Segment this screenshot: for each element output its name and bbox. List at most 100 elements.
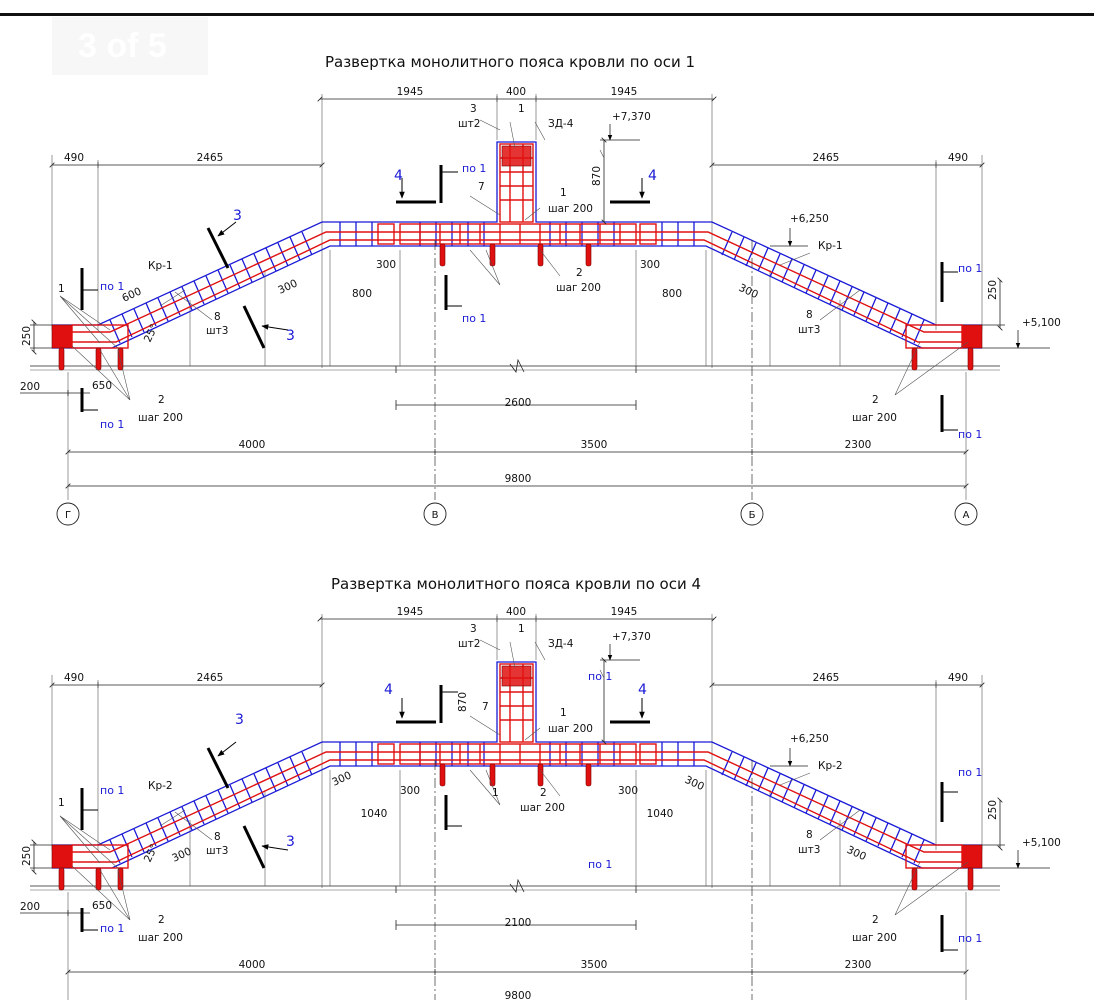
dim-1945-right: 1945	[611, 86, 638, 98]
mark-2-left: 2	[158, 394, 165, 406]
offset-200: 200	[20, 901, 40, 913]
section-po1-b: по 1	[588, 670, 612, 683]
dim-3500: 3500	[581, 959, 608, 971]
section-4-a: 4	[394, 168, 403, 184]
drawing-title: Развертка монолитного пояса кровли по ос…	[325, 53, 695, 71]
dim-400: 400	[506, 86, 526, 98]
mark-2-center: 2	[576, 267, 583, 279]
dim-4000: 4000	[239, 959, 266, 971]
mark-shag-left: шаг 200	[138, 412, 183, 424]
page-indicator: 3 of 5	[52, 17, 208, 75]
svg-text:Б: Б	[749, 510, 756, 521]
dim-3500: 3500	[581, 439, 608, 451]
span-1040-right: 1040	[647, 808, 674, 820]
mark-1-top: 1	[518, 103, 525, 115]
mark-sht3-right: шт3	[798, 844, 820, 856]
dim-2465-left: 2465	[197, 672, 224, 684]
mark-2-left: 2	[158, 914, 165, 926]
dim-4000: 4000	[239, 439, 266, 451]
top-rule	[0, 13, 1094, 16]
width-300-b: 300	[640, 259, 660, 271]
height-250-right: 250	[987, 280, 999, 300]
width-300-c: 300	[330, 769, 353, 788]
section-po1-a: по 1	[100, 280, 124, 293]
width-2600: 2600	[505, 397, 532, 409]
mark-8-left: 8	[214, 311, 221, 323]
height-870: 870	[457, 692, 469, 712]
height-250-right: 250	[987, 800, 999, 820]
span-800-right: 800	[662, 288, 682, 300]
section-po1-e: по 1	[958, 766, 982, 779]
mark-1-center: 1	[492, 787, 499, 799]
dim-490-right: 490	[948, 672, 968, 684]
height-250-left: 250	[21, 326, 33, 346]
height-870: 870	[591, 166, 603, 186]
frame-label-right: Кр-1	[818, 240, 843, 252]
mark-8-left: 8	[214, 831, 221, 843]
section-po1-d: по 1	[100, 418, 124, 431]
axis-bubble-g: Г	[56, 502, 80, 526]
mark-zd4: ЗД-4	[548, 118, 574, 130]
section-3-a: 3	[235, 712, 244, 728]
svg-text:А: А	[963, 510, 970, 521]
elevation-base: +5,100	[1022, 317, 1061, 329]
mark-shag-right: шаг 200	[852, 412, 897, 424]
width-300-b: 300	[618, 785, 638, 797]
svg-text:В: В	[432, 510, 439, 521]
elevation-mid: +6,250	[790, 213, 829, 225]
dim-2465-right: 2465	[813, 672, 840, 684]
width-300-d: 300	[683, 774, 706, 793]
drawing-axis-4: Развертка монолитного пояса кровли по ос…	[20, 575, 1061, 1000]
width-2100: 2100	[505, 917, 532, 929]
width-650: 650	[92, 380, 112, 392]
mark-shag-center: шаг 200	[520, 802, 565, 814]
mark-1-top: 1	[518, 623, 525, 635]
offset-200: 200	[20, 381, 40, 393]
section-4-b: 4	[648, 168, 657, 184]
width-300-c: 300	[276, 277, 299, 296]
mark-shag-right: шаг 200	[852, 932, 897, 944]
mark-8-right: 8	[806, 829, 813, 841]
mark-sht2: шт2	[458, 118, 480, 130]
width-300-a: 300	[376, 259, 396, 271]
mark-2-right: 2	[872, 914, 879, 926]
mark-1-left: 1	[58, 283, 65, 295]
section-po1-c: по 1	[462, 312, 486, 325]
axis-bubble-v: В	[423, 502, 447, 526]
elevation-top: +7,370	[612, 631, 651, 643]
section-3-b: 3	[286, 834, 295, 850]
elevation-base: +5,100	[1022, 837, 1061, 849]
section-4-a: 4	[384, 682, 393, 698]
section-3-b: 3	[286, 328, 295, 344]
mark-sht3-left: шт3	[206, 845, 228, 857]
mark-shag-mid: шаг 200	[548, 203, 593, 215]
width-300-f: 300	[845, 844, 868, 863]
dim-9800: 9800	[505, 990, 532, 1000]
frame-label-left: Кр-1	[148, 260, 173, 272]
section-po1-a: по 1	[100, 784, 124, 797]
mark-3: 3	[470, 103, 477, 115]
dim-490-left: 490	[64, 672, 84, 684]
section-po1-d: по 1	[100, 922, 124, 935]
mark-shag-center: шаг 200	[556, 282, 601, 294]
dim-1945-left: 1945	[397, 86, 424, 98]
frame-label-right: Кр-2	[818, 760, 843, 772]
section-po1-e: по 1	[958, 262, 982, 275]
dim-1945-left: 1945	[397, 606, 424, 618]
drawing-title: Развертка монолитного пояса кровли по ос…	[331, 575, 701, 593]
drawing-axis-1: Развертка монолитного пояса кровли по ос…	[20, 53, 1061, 526]
height-250-left: 250	[21, 846, 33, 866]
mark-1-mid: 1	[560, 187, 567, 199]
dim-2300: 2300	[845, 959, 872, 971]
mark-shag-left: шаг 200	[138, 932, 183, 944]
dim-1945-right: 1945	[611, 606, 638, 618]
mark-sht2: шт2	[458, 638, 480, 650]
section-po1-f: по 1	[958, 932, 982, 945]
svg-text:Г: Г	[65, 510, 71, 521]
mark-2-center: 2	[540, 787, 547, 799]
elevation-top: +7,370	[612, 111, 651, 123]
frame-label-left: Кр-2	[148, 780, 173, 792]
mark-7: 7	[478, 181, 485, 193]
